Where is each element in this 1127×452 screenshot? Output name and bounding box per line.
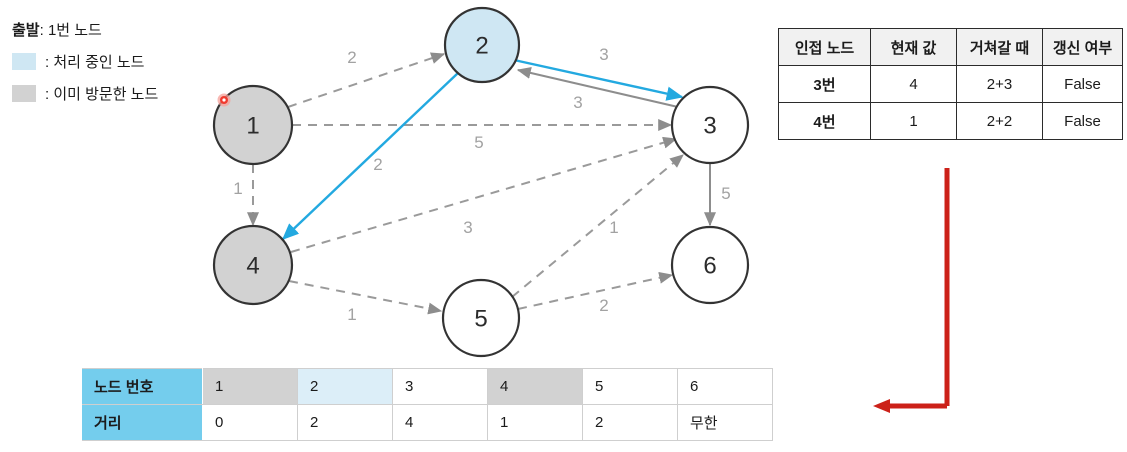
adjacency-r1-current: 1	[870, 102, 957, 140]
graph-edges	[247, 52, 716, 315]
distance-rowhead-node-number: 노드 번호	[82, 368, 203, 405]
edge-2-3	[513, 58, 684, 101]
edge-weight-3-2: 3	[573, 93, 582, 112]
graph-node-4[interactable]: 4	[212, 224, 294, 306]
node-6-circle[interactable]	[670, 225, 750, 305]
node-6-label: 6	[703, 253, 716, 280]
node-2-circle[interactable]	[443, 6, 521, 84]
edge-weight-1-3: 5	[474, 133, 483, 152]
edge-weight-2-3: 3	[599, 45, 608, 64]
start-node-marker	[217, 93, 231, 107]
visited-node-swatch	[12, 85, 36, 102]
graph-node-2[interactable]: 2	[443, 6, 521, 84]
start-node-caption: 출발: 1번 노드	[12, 22, 158, 40]
edge-weight-5-6: 2	[599, 296, 608, 315]
legend-item-visited: : 이미 방문한 노드	[12, 83, 158, 104]
adjacency-r0-current: 4	[870, 65, 957, 103]
edge-weight-4-3: 3	[463, 218, 472, 237]
graph-node-3[interactable]: 3	[670, 85, 750, 165]
edge-weight-1-2: 2	[347, 48, 356, 67]
adjacency-header-current: 현재 값	[870, 28, 957, 66]
node-4-circle[interactable]	[212, 224, 294, 306]
edge-2-4	[281, 72, 459, 240]
graph-node-6[interactable]: 6	[670, 225, 750, 305]
graph-node-1[interactable]: 1	[212, 84, 294, 166]
adjacency-r0-via: 2+3	[956, 65, 1043, 103]
edge-weight-5-3: 1	[609, 218, 618, 237]
node-3-label: 3	[703, 113, 716, 140]
adjacency-r1-node: 4번	[778, 102, 871, 140]
distance-node-cell-5: 5	[582, 368, 678, 405]
distance-node-cell-4: 4	[487, 368, 583, 405]
legend-label-visited: : 이미 방문한 노드	[45, 86, 159, 103]
node-4-label: 4	[246, 253, 259, 280]
graph-diagram: 2 5 1 2 3 3 5 3 1 1 2 1 2 3	[212, 6, 750, 358]
edge-3-2	[516, 67, 679, 108]
legend-label-processing: : 처리 중인 노드	[45, 54, 145, 71]
edge-5-3	[511, 154, 684, 298]
edge-4-3	[290, 136, 678, 253]
edge-weight-3-6: 5	[721, 184, 730, 203]
adjacency-header-via: 거쳐갈 때	[956, 28, 1043, 66]
edge-5-6	[517, 271, 674, 310]
graph-node-5[interactable]: 5	[441, 278, 521, 358]
distance-node-cell-3: 3	[392, 368, 488, 405]
distance-node-cell-1: 1	[202, 368, 298, 405]
edge-weight-1-4: 1	[233, 179, 242, 198]
adjacency-r1-updated: False	[1042, 102, 1123, 140]
table-to-distance-arrow	[873, 168, 950, 413]
node-5-label: 5	[474, 306, 487, 333]
node-1-circle[interactable]	[212, 84, 294, 166]
edge-weight-2-4: 2	[373, 155, 382, 174]
adjacency-r1-via: 2+2	[956, 102, 1043, 140]
distance-node-cell-2: 2	[297, 368, 393, 405]
adjacency-table-header-row: 인접 노드 현재 값 거쳐갈 때 갱신 여부	[778, 28, 1123, 66]
distance-value-cell-4: 1	[487, 404, 583, 441]
adjacency-header-updated: 갱신 여부	[1042, 28, 1123, 66]
adjacency-r0-updated: False	[1042, 65, 1123, 103]
distance-rowhead-distance: 거리	[82, 404, 203, 441]
edge-1-2	[287, 52, 446, 108]
distance-table: 노드 번호 1 2 3 4 5 6 거리 0 2 4 1 2 무한	[82, 368, 773, 441]
distance-table-distance-row: 거리 0 2 4 1 2 무한	[82, 404, 773, 441]
distance-value-cell-1: 0	[202, 404, 298, 441]
legend: 출발: 1번 노드 : 처리 중인 노드 : 이미 방문한 노드	[12, 22, 158, 104]
table-row: 3번 4 2+3 False	[778, 65, 1123, 103]
node-1-label: 1	[246, 113, 259, 140]
graph-edge-weights: 2 5 1 2 3 3 5 3 1 1 2	[233, 45, 730, 324]
node-5-circle[interactable]	[441, 278, 521, 358]
node-2-label: 2	[475, 33, 488, 60]
distance-value-cell-3: 4	[392, 404, 488, 441]
adjacency-header-node: 인접 노드	[778, 28, 871, 66]
start-value: : 1번 노드	[39, 22, 102, 39]
edge-weight-4-5: 1	[347, 305, 356, 324]
adjacency-table: 인접 노드 현재 값 거쳐갈 때 갱신 여부 3번 4 2+3 False 4번…	[778, 28, 1123, 140]
node-3-circle[interactable]	[670, 85, 750, 165]
processing-node-swatch	[12, 53, 36, 70]
adjacency-r0-node: 3번	[778, 65, 871, 103]
legend-item-processing: : 처리 중인 노드	[12, 51, 158, 72]
graph-nodes: 1 2 3 4 5 6	[212, 6, 750, 358]
table-row: 4번 1 2+2 False	[778, 102, 1123, 140]
start-label: 출발	[12, 22, 40, 39]
distance-value-cell-2: 2	[297, 404, 393, 441]
distance-table-node-row: 노드 번호 1 2 3 4 5 6	[82, 368, 773, 405]
distance-node-cell-6: 6	[677, 368, 773, 405]
distance-value-cell-5: 2	[582, 404, 678, 441]
distance-value-cell-6: 무한	[677, 404, 773, 441]
edge-4-5	[288, 280, 443, 315]
